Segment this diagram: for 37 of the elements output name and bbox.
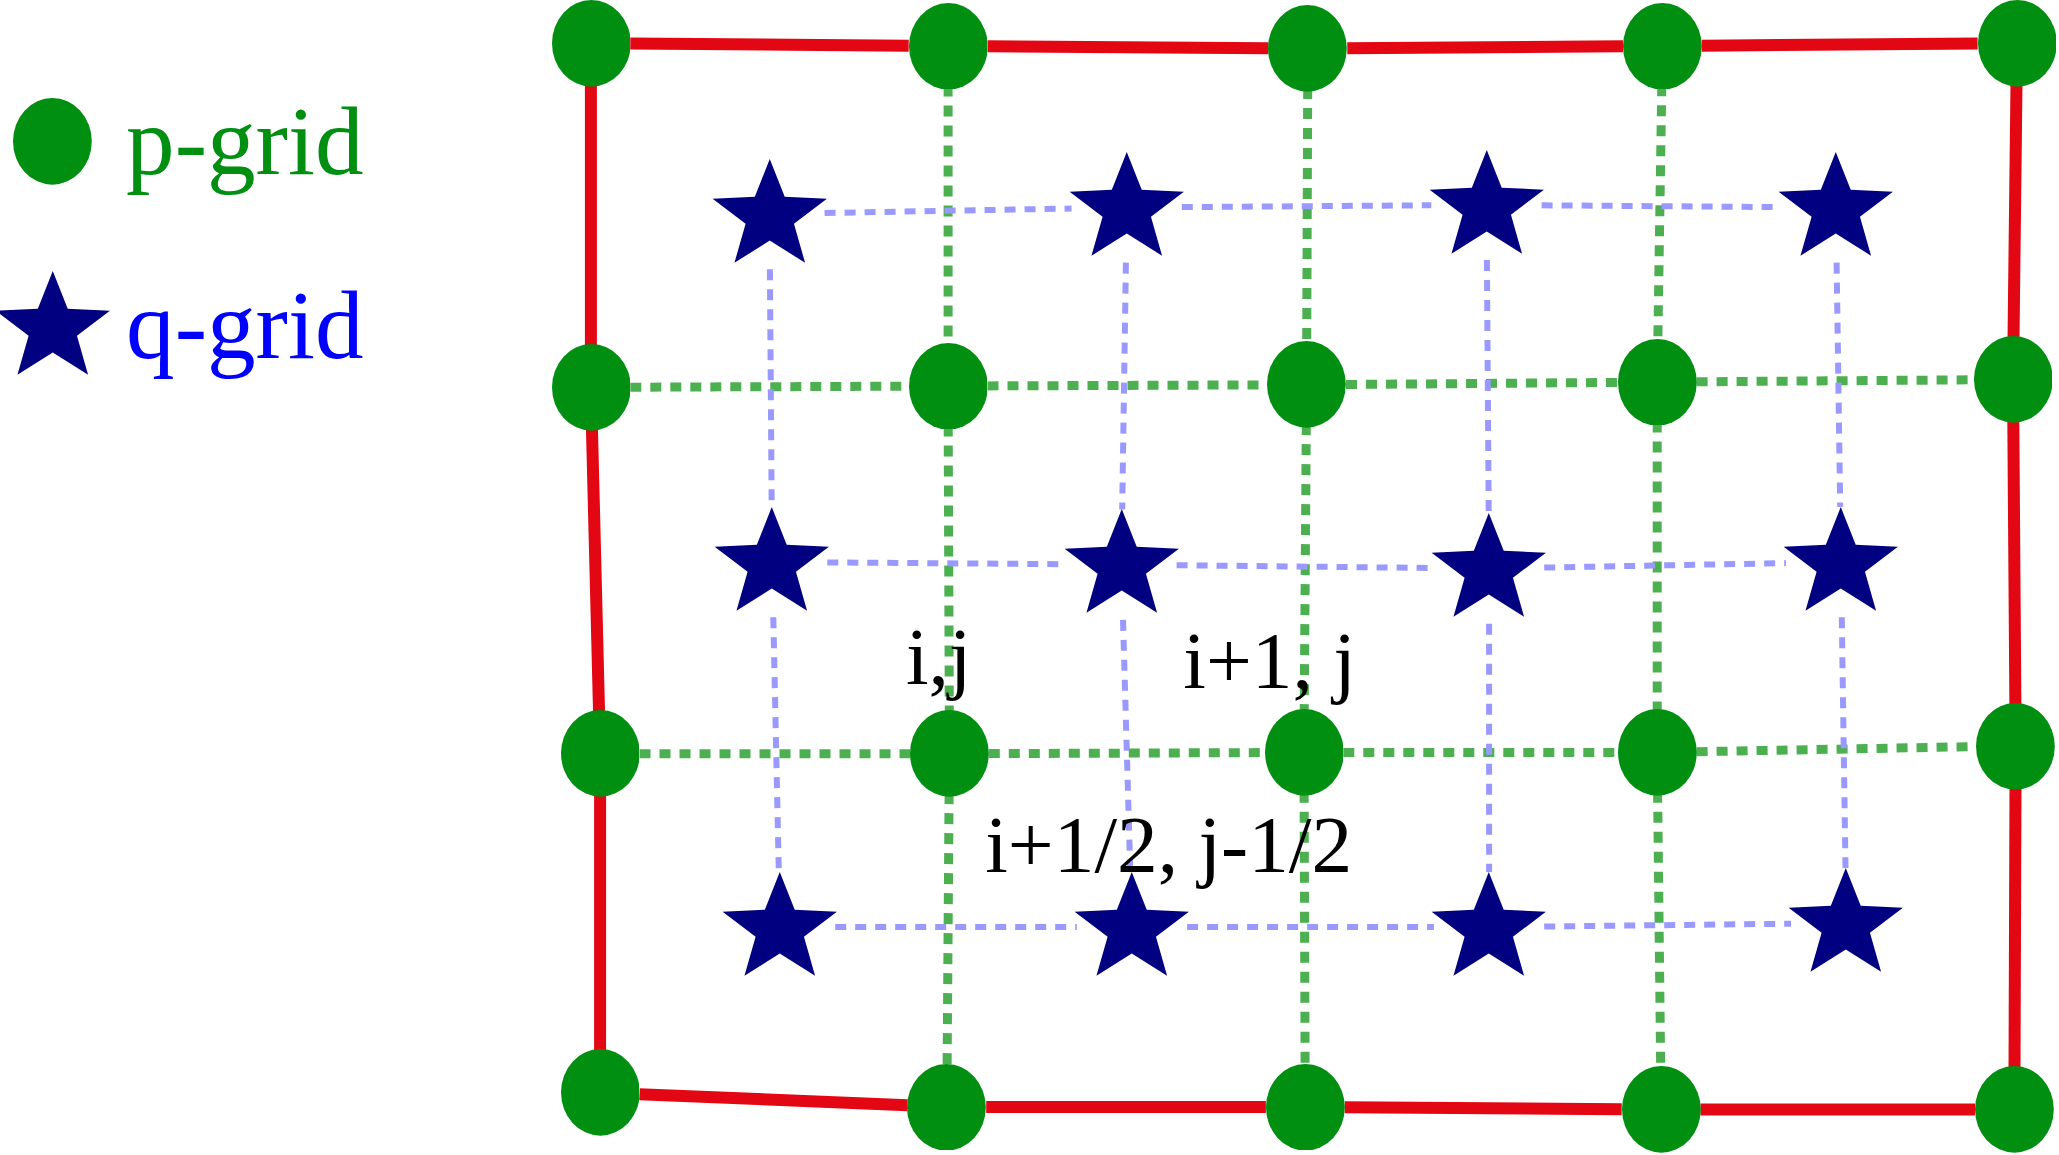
circle-marker: [560, 710, 640, 798]
boundary-line: [1347, 40, 1624, 55]
circle-marker: [1617, 338, 1697, 426]
dotted-grid-line: [824, 205, 1072, 216]
dotted-grid-line: [1483, 259, 1492, 514]
circle-marker: [908, 2, 988, 90]
boundary-line: [1344, 1101, 1622, 1116]
circle-marker: [1617, 709, 1697, 796]
dotted-grid-line: [1187, 924, 1434, 931]
boundary-line: [639, 1088, 908, 1112]
circle-marker: [1267, 341, 1346, 429]
dotted-grid-line: [835, 924, 1077, 931]
dotted-grid-line: [639, 749, 910, 759]
circle-marker: [1973, 336, 2053, 423]
circle-marker: [551, 0, 631, 87]
dotted-grid-line: [1181, 202, 1432, 211]
circle-marker: [1974, 1066, 2054, 1153]
dotted-grid-line: [1544, 560, 1786, 571]
boundary-line: [987, 40, 1269, 55]
dotted-grid-line: [1345, 377, 1618, 389]
circle-marker: [1264, 709, 1344, 796]
dotted-grid-line: [1544, 920, 1792, 930]
circle-marker: [1621, 1066, 1701, 1153]
boundary-line: [986, 1101, 1266, 1113]
circle-marker: [1976, 702, 2056, 790]
circle-marker: [1977, 0, 2057, 87]
circle-marker: [551, 344, 631, 431]
circle-marker: [908, 342, 988, 430]
boundary-line: [1700, 1103, 1975, 1116]
circle-marker: [907, 1063, 987, 1151]
circle-marker: [1623, 2, 1702, 90]
circle-marker: [1268, 5, 1348, 92]
boundary-line: [1701, 37, 1978, 52]
circle-marker: [1265, 1063, 1345, 1151]
boundary-line: [630, 37, 909, 52]
circle-marker: [560, 1049, 640, 1136]
circle-marker: [910, 710, 989, 798]
